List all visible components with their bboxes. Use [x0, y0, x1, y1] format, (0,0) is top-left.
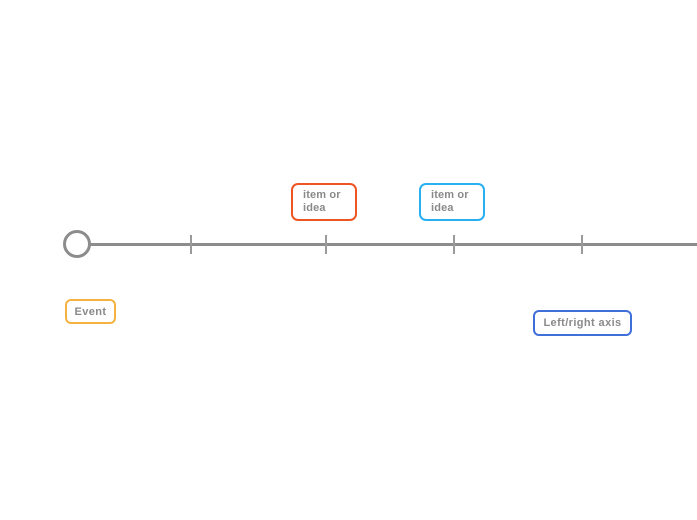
axis-tick-3 — [453, 235, 455, 254]
legend-chip-left-right-axis-label: Left/right axis — [543, 317, 622, 329]
timeline-start-circle-icon[interactable] — [63, 230, 91, 258]
node-item-orange[interactable]: item or idea — [291, 183, 357, 221]
node-item-orange-label: item or idea — [303, 189, 341, 214]
axis-tick-4 — [581, 235, 583, 254]
legend-chip-event-label: Event — [74, 305, 107, 318]
node-item-blue-label: item or idea — [431, 189, 469, 214]
legend-chip-event[interactable]: Event — [65, 299, 116, 324]
timeline-axis-line[interactable] — [90, 243, 697, 246]
axis-tick-1 — [190, 235, 192, 254]
legend-chip-left-right-axis[interactable]: Left/right axis — [533, 310, 632, 336]
axis-tick-2 — [325, 235, 327, 254]
node-item-blue[interactable]: item or idea — [419, 183, 485, 221]
